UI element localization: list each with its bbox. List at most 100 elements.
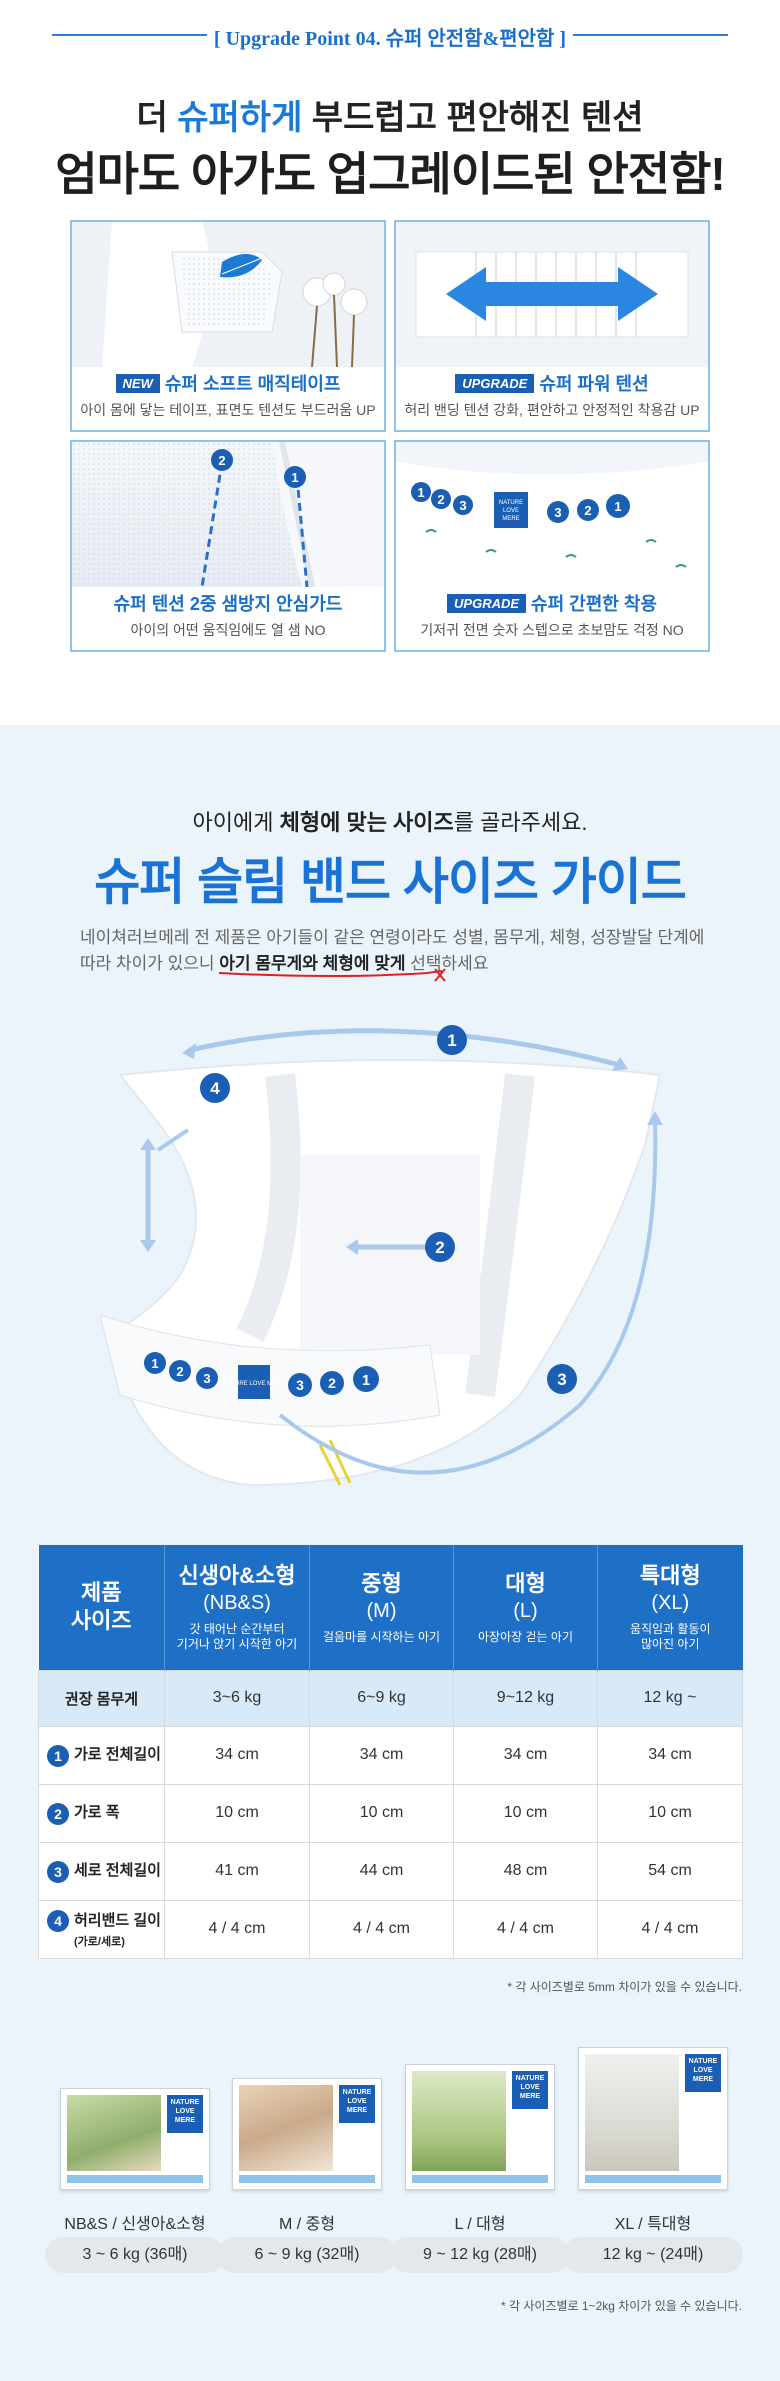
divider-line-right — [573, 34, 728, 36]
product-weight-pill-xl: 12 kg ~ (24매) — [563, 2237, 743, 2273]
table-row-weight: 권장 몸무게 3~6 kg 6~9 kg 9~12 kg 12 kg ~ — [38, 1669, 743, 1727]
guide-title: 슈퍼 슬림 밴드 사이즈 가이드 — [94, 854, 687, 910]
feature-card-leak-guard: 2 1 슈퍼 텐션 2중 샘방지 안심가드 아이의 어떤 움직임에도 열 샘 N… — [70, 440, 386, 652]
svg-text:NATURE: NATURE — [499, 500, 523, 506]
step-number: 1 — [151, 1356, 158, 1371]
step-number: 2 — [328, 1375, 336, 1391]
measure-number-2: 2 — [435, 1238, 444, 1257]
table-cell: 4 / 4 cm — [164, 1899, 310, 1959]
feature-desc: 기저귀 전면 숫자 스텝으로 초보맘도 걱정 NO — [420, 622, 684, 638]
red-underline — [218, 968, 446, 982]
feature-image-leak-guard: 2 1 — [72, 442, 384, 588]
feature-title: 슈퍼 텐션 2중 샘방지 안심가드 — [113, 594, 343, 614]
row-number: 4 — [47, 1910, 69, 1933]
point-label: [ Upgrade Point 04. 슈퍼 안전함&편안함 ] — [213, 28, 567, 50]
new-badge: NEW — [115, 374, 160, 393]
feature-title: 슈퍼 간편한 착용 — [531, 594, 657, 614]
table-cell: 3~6 kg — [164, 1669, 310, 1727]
measure-number-1: 1 — [447, 1031, 456, 1050]
product-label-l: L / 대형 — [454, 2216, 506, 2233]
diaper-size-diagram: 1 2 3 3 2 1 NATURE LOVE MERE 1 2 3 4 — [99, 1015, 690, 1515]
step-number: 1 — [362, 1372, 370, 1389]
product-photo — [585, 2054, 679, 2171]
table-cell: 10 cm — [164, 1783, 310, 1843]
table-cell: 54 cm — [597, 1841, 743, 1901]
upgrade-section: [ Upgrade Point 04. 슈퍼 안전함&편안함 ] 더 슈퍼하게 … — [0, 0, 780, 725]
table-note: * 각 사이즈별로 5mm 차이가 있을 수 있습니다. — [507, 1980, 742, 1994]
column-header-l: 대형(L)아장아장 걷는 아기 — [453, 1545, 598, 1670]
table-cell: 12 kg ~ — [597, 1669, 743, 1727]
step-number: 2 — [176, 1364, 183, 1379]
measure-number-4: 4 — [210, 1079, 220, 1098]
svg-text:1: 1 — [417, 485, 424, 500]
product-label-m: M / 중형 — [278, 2216, 336, 2233]
product-weight-pill-m: 6 ~ 9 kg (32매) — [217, 2237, 397, 2273]
product-photo — [412, 2071, 506, 2171]
table-cell: 4 / 4 cm — [453, 1899, 598, 1959]
upgrade-badge: UPGRADE — [447, 594, 527, 613]
table-cell: 48 cm — [453, 1841, 598, 1901]
table-cell: 10 cm — [453, 1783, 598, 1843]
svg-text:2: 2 — [437, 492, 444, 507]
upgrade-badge: UPGRADE — [455, 374, 535, 393]
table-cell: 4 / 4 cm — [597, 1899, 743, 1959]
guide-emphasis: 아기 몸무게와 체형에 맞게 — [219, 954, 406, 973]
product-label-nbs: NB&S / 신생아&소형 — [64, 2216, 206, 2233]
product-photo — [239, 2085, 333, 2171]
svg-text:1: 1 — [614, 499, 621, 514]
svg-text:MERE: MERE — [502, 516, 519, 522]
feature-desc: 아이의 어떤 움직임에도 열 샘 NO — [130, 622, 326, 638]
headline-sub: 더 슈퍼하게 부드럽고 편안해진 텐션 — [136, 99, 644, 137]
table-cell: 34 cm — [309, 1725, 454, 1785]
step-number: 3 — [203, 1371, 210, 1386]
feature-image-easy-wear: 1 2 3 3 2 1 NATURE LOVE MERE — [396, 442, 708, 587]
svg-text:3: 3 — [554, 505, 561, 520]
guide-intro: 아이에게 체형에 맞는 사이즈를 골라주세요. — [192, 810, 588, 835]
table-cell: 4 / 4 cm — [309, 1899, 454, 1959]
table-cell: 9~12 kg — [453, 1669, 598, 1727]
row-label: 권장 몸무게 — [38, 1669, 165, 1727]
feature-image-power-tension — [396, 222, 708, 367]
table-cell: 34 cm — [597, 1725, 743, 1785]
guard-number-1: 1 — [291, 470, 298, 485]
row-number: 1 — [47, 1744, 69, 1767]
svg-text:3: 3 — [459, 498, 466, 513]
double-arrow-icon — [446, 267, 658, 321]
brand-logo — [238, 1365, 270, 1399]
product-label-xl: XL / 특대형 — [614, 2216, 692, 2233]
point-header: [ Upgrade Point 04. 슈퍼 안전함&편안함 ] — [0, 20, 780, 50]
product-weight-pill-nbs: 3 ~ 6 kg (36매) — [45, 2237, 225, 2273]
products-note: * 각 사이즈별로 1~2kg 차이가 있을 수 있습니다. — [500, 2299, 742, 2313]
row-number: 2 — [47, 1802, 69, 1825]
step-number: 3 — [296, 1377, 304, 1393]
feature-title: 슈퍼 파워 텐션 — [539, 374, 649, 394]
feather-icon — [220, 253, 262, 278]
table-cell: 34 cm — [164, 1725, 310, 1785]
column-header-m: 중형(M)걸음마를 시작하는 아기 — [309, 1545, 454, 1670]
headline-accent: 슈퍼하게 — [177, 99, 303, 137]
feature-desc: 허리 밴딩 텐션 강화, 편안하고 안정적인 착용감 UP — [404, 402, 700, 418]
headline-main: 엄마도 아가도 업그레이드된 안전함! — [55, 148, 725, 200]
product-weight-pill-l: 9 ~ 12 kg (28매) — [390, 2237, 570, 2273]
svg-text:2: 2 — [584, 503, 591, 518]
product-photo — [67, 2095, 161, 2171]
table-cell: 44 cm — [309, 1841, 454, 1901]
feature-desc: 아이 몸에 닿는 테이프, 표면도 텐션도 부드러움 UP — [80, 402, 376, 418]
brand-logo-text: NATURE LOVE MERE — [224, 1381, 285, 1387]
